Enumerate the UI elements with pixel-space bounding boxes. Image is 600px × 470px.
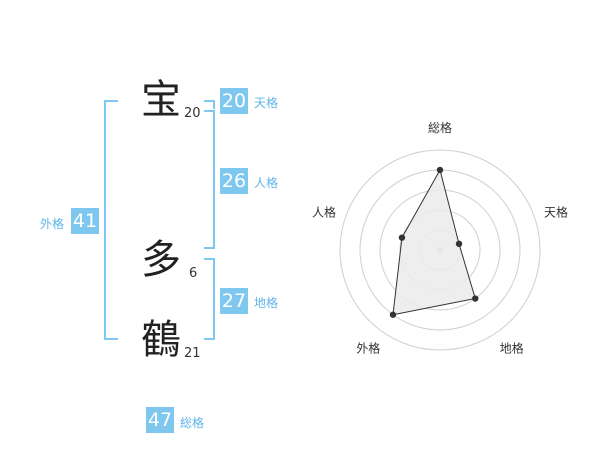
radar-data-point — [398, 234, 406, 241]
radar-axis-label: 総格 — [428, 120, 452, 135]
gaikaku-label: 外格 — [40, 217, 65, 231]
jinkaku-value: 26 — [220, 168, 248, 194]
stroke-count-1: 20 — [184, 106, 201, 121]
soukaku-label: 総格 — [180, 416, 205, 430]
radar-series-polygon — [392, 168, 476, 316]
radar-ring — [339, 149, 541, 351]
radar-axis-label: 地格 — [500, 341, 524, 356]
outer-bracket — [104, 100, 118, 340]
person-bracket — [204, 110, 215, 249]
tenkaku-value: 20 — [220, 88, 248, 114]
stroke-count-2: 6 — [189, 266, 198, 281]
name-char-1: 宝 — [141, 77, 181, 123]
jinkaku-label: 人格 — [254, 176, 279, 190]
tenkaku-label: 天格 — [254, 96, 279, 110]
gaikaku-value: 41 — [71, 208, 99, 234]
chikaku-value: 27 — [220, 288, 248, 314]
soukaku-value: 47 — [146, 407, 174, 433]
radar-data-point — [389, 311, 397, 318]
heaven-bracket — [204, 100, 215, 109]
radar-data-point — [455, 240, 463, 248]
radar-axis-label: 外格 — [356, 341, 380, 356]
stroke-count-3: 21 — [184, 346, 201, 361]
radar-axis-label: 人格 — [312, 204, 336, 219]
earth-bracket — [204, 258, 215, 340]
chikaku-label: 地格 — [254, 296, 279, 310]
radar-data-point — [436, 166, 444, 174]
name-char-3: 鶴 — [141, 317, 181, 363]
radar-polygon-group — [389, 166, 479, 318]
radar-data-point — [472, 295, 479, 302]
radar-axis-label: 天格 — [544, 204, 568, 219]
name-char-2: 多 — [141, 237, 181, 283]
